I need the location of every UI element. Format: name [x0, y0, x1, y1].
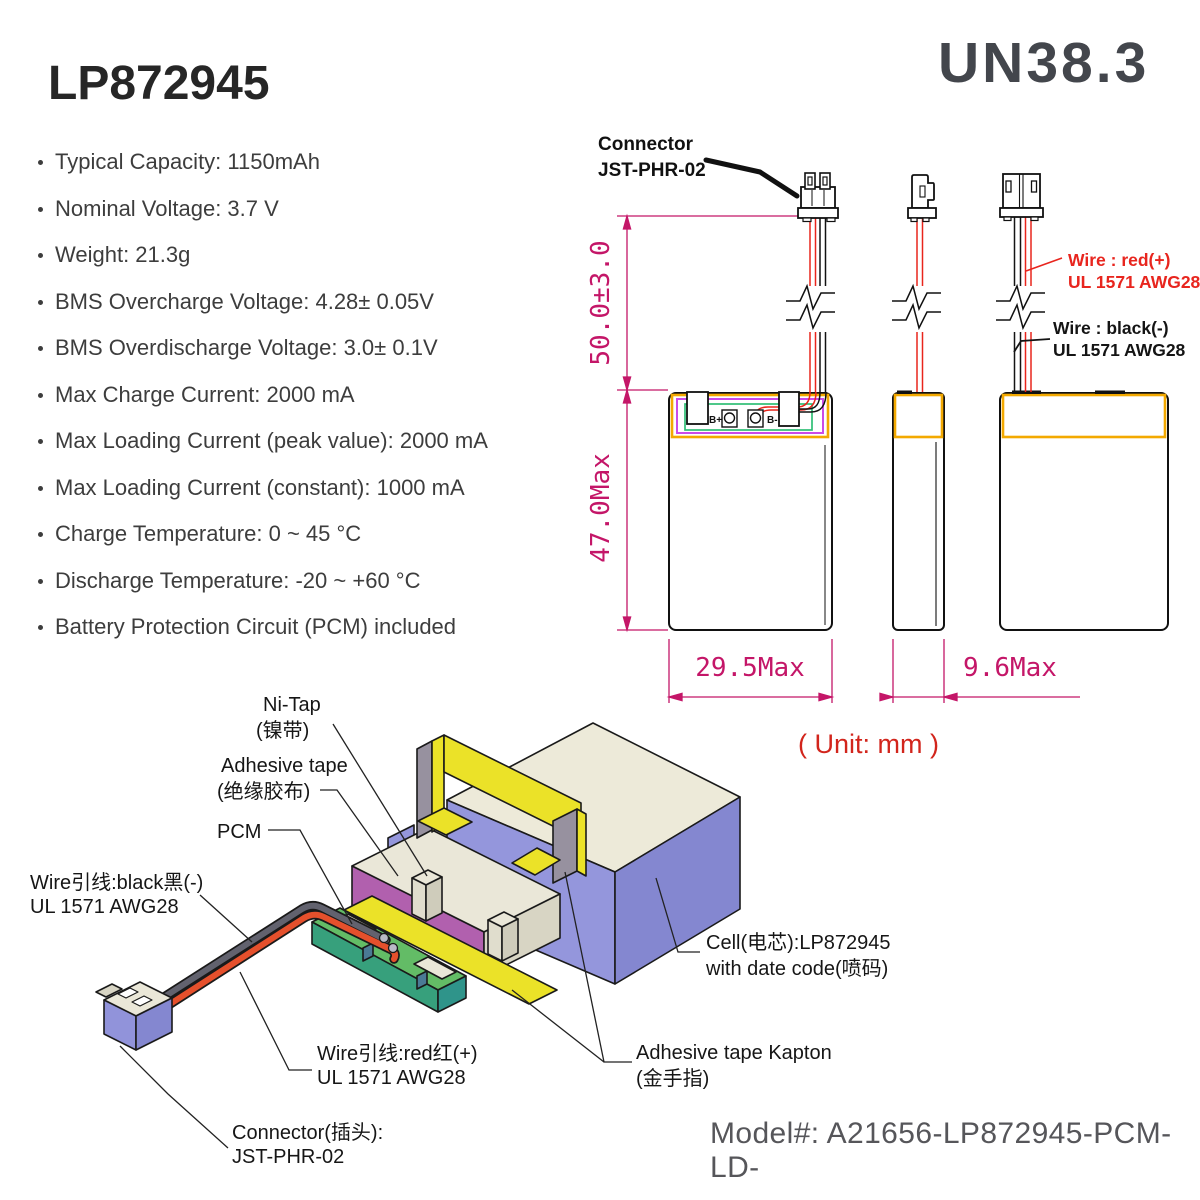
- dim-body-height: 47.0Max: [586, 453, 616, 563]
- connector-3d: [95, 981, 173, 1051]
- terminal-negative-label: B-: [767, 415, 778, 426]
- dimension-lines: [617, 213, 1080, 703]
- connector-leader-line: [703, 157, 800, 199]
- dim-body-thickness: 9.6Max: [963, 653, 1057, 683]
- connector-label-line2: JST-PHR-02: [232, 1146, 344, 1168]
- adhesive-tape-label-line2: (绝缘胶布): [217, 780, 310, 803]
- wire-black-label-line1: Wire引线:black黑(-): [30, 871, 203, 894]
- exploded-assembly-drawing: Ni-Tap (镍带) Adhesive tape (绝缘胶布) PCM Wir…: [30, 694, 891, 1168]
- spec-item: BMS Overcharge Voltage: 4.28± 0.05V: [38, 289, 488, 314]
- leader-lines: [119, 723, 700, 1149]
- certification-badge: UN38.3: [938, 31, 1150, 95]
- dim-lead-length: 50.0±3.0: [586, 240, 616, 365]
- bullet-icon: [38, 439, 43, 444]
- connector-back: [999, 173, 1044, 222]
- cell-label-line1: Cell(电芯):LP872945: [706, 931, 891, 954]
- spec-item: Discharge Temperature: -20 ~ +60 °C: [38, 568, 488, 593]
- wire-black-label-line2: UL 1571 AWG28: [30, 896, 179, 918]
- wire-solder-collar: [378, 932, 390, 944]
- red-wire-back: [1024, 217, 1032, 392]
- wire-red-label-line1: Wire : red(+): [1068, 250, 1170, 270]
- ni-tab-negative: [778, 391, 800, 427]
- connector-front: [797, 172, 839, 223]
- unit-note: ( Unit: mm ): [798, 729, 939, 759]
- bullet-icon: [38, 578, 43, 584]
- bullet-icon: [38, 346, 43, 351]
- connector-side: [907, 174, 937, 223]
- spec-item: Nominal Voltage: 3.7 V: [38, 196, 488, 221]
- wire-solder-collar: [387, 942, 399, 954]
- spec-item: Max Charge Current: 2000 mA: [38, 382, 488, 407]
- spec-item: BMS Overdischarge Voltage: 3.0± 0.1V: [38, 336, 488, 360]
- ni-tap-label-line1: Ni-Tap: [263, 694, 321, 716]
- wire-red-label-line1: Wire引线:red红(+): [317, 1042, 478, 1065]
- red-wire-leader: [1025, 257, 1063, 272]
- model-number: Model#: A21656-LP872945-PCM-LD-: [710, 1117, 1172, 1184]
- spec-item: Battery Protection Circuit (PCM) include…: [38, 615, 488, 639]
- terminal-positive-label: B+: [709, 415, 722, 426]
- red-wire-side: [916, 217, 924, 392]
- red-wire-front: [756, 217, 817, 416]
- insulation-tape-band: [416, 734, 587, 884]
- bullet-icon: [38, 625, 43, 630]
- bullet-icon: [38, 299, 43, 305]
- bullet-icon: [38, 160, 43, 165]
- wire-black-label-line1: Wire : black(-): [1053, 318, 1169, 338]
- kapton-label-line2: (金手指): [636, 1067, 709, 1090]
- adhesive-tape-label-line1: Adhesive tape: [221, 755, 348, 777]
- bullet-icon: [38, 392, 43, 398]
- lead-wires: [145, 901, 400, 1020]
- red-lead-wire: [150, 911, 399, 1018]
- black-wire-leader: [1013, 338, 1051, 353]
- bullet-icon: [38, 532, 43, 537]
- dim-body-width: 29.5Max: [695, 653, 805, 683]
- ni-tab-positive: [686, 391, 709, 425]
- wire-black-label-line2: UL 1571 AWG28: [1053, 340, 1186, 360]
- connector-label-line2: JST-PHR-02: [598, 160, 706, 181]
- bullet-icon: [38, 206, 43, 212]
- break-symbols: [786, 283, 1045, 331]
- connector-label-line1: Connector(插头):: [232, 1121, 383, 1144]
- spec-list: Typical Capacity: 1150mAh Nominal Voltag…: [38, 150, 488, 662]
- connector-label-line1: Connector: [598, 134, 694, 155]
- spec-item: Weight: 21.3g: [38, 243, 488, 267]
- bullet-icon: [38, 253, 43, 258]
- bullet-icon: [38, 485, 43, 491]
- battery-back-view: [999, 217, 1169, 631]
- spec-item: Charge Temperature: 0 ~ 45 °C: [38, 522, 488, 546]
- kapton-label-line1: Adhesive tape Kapton: [636, 1042, 832, 1064]
- black-lead-wire: [147, 902, 389, 1009]
- ni-tab-posts: [411, 869, 519, 962]
- ni-tap-label-line2: (镍带): [256, 719, 309, 742]
- wire-red-label-line2: UL 1571 AWG28: [317, 1067, 466, 1089]
- dimension-drawing: 50.0±3.0 47.0Max 29.5Max 9.6Max: [586, 134, 1200, 703]
- pcm-label: PCM: [217, 821, 261, 843]
- black-wire-back: [1013, 217, 1022, 392]
- battery-side-view: [892, 217, 945, 631]
- wire-red-label-line2: UL 1571 AWG28: [1068, 272, 1200, 292]
- spec-item: Max Loading Current (peak value): 2000 m…: [38, 429, 488, 453]
- spec-item: Typical Capacity: 1150mAh: [38, 150, 488, 174]
- cell-label-line2: with date code(喷码): [705, 957, 888, 980]
- battery-front-view: B+ B-: [668, 217, 833, 631]
- page-title: LP872945: [48, 57, 270, 110]
- spec-item: Max Loading Current (constant): 1000 mA: [38, 475, 488, 500]
